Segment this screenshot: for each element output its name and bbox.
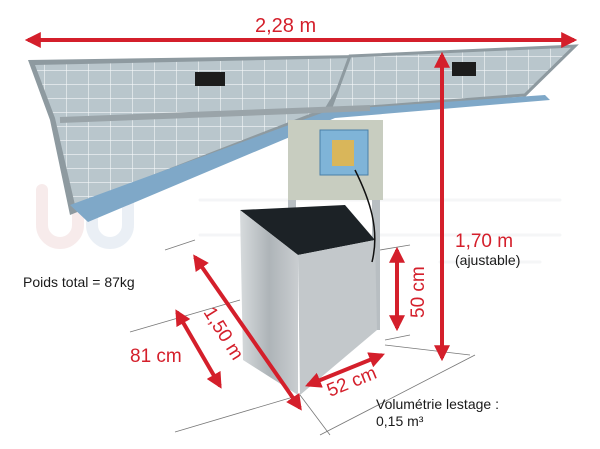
width-label: 2,28 m xyxy=(255,15,316,37)
dimension-arrows xyxy=(24,32,578,411)
ballast-box xyxy=(240,169,377,395)
ballast-volume-value: 0,15 m³ xyxy=(376,413,424,429)
solar-panel-array xyxy=(28,44,579,222)
junction-box-icon xyxy=(195,72,225,86)
ballast-depth-label: 81 cm xyxy=(130,346,182,367)
ballast-height-label: 50 cm xyxy=(408,266,429,318)
height-note: (ajustable) xyxy=(455,252,520,268)
height-label: 1,70 m xyxy=(455,231,513,252)
ballast-width-arrow xyxy=(305,352,385,388)
ballast-volume-label: Volumétrie lestage : xyxy=(376,396,499,412)
weight-label: Poids total = 87kg xyxy=(23,274,135,290)
depth-arrow xyxy=(193,254,302,411)
ballast-depth-arrow xyxy=(175,309,222,389)
depth-label: 1,50 m xyxy=(199,304,248,364)
